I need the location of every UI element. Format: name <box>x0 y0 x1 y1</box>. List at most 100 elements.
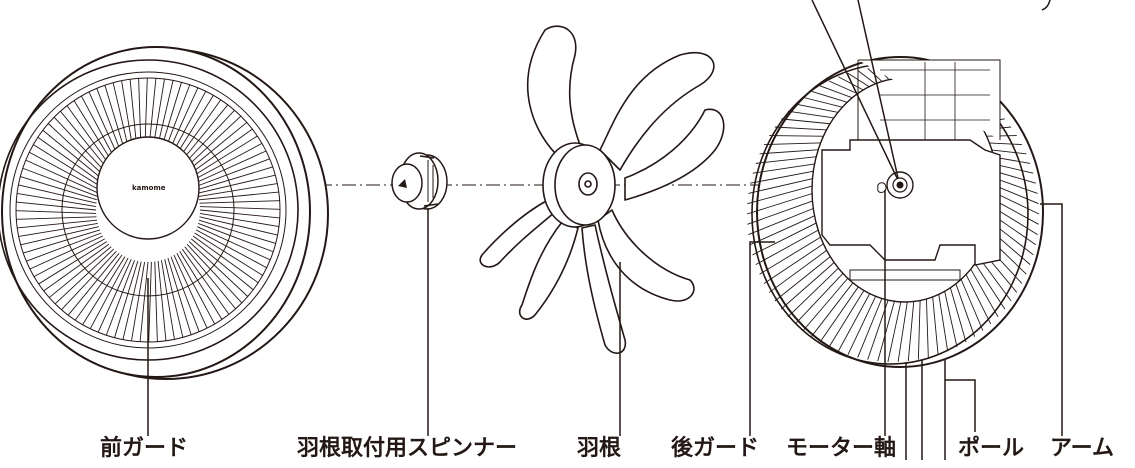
label-blade-spinner: 羽根取付用スピンナー <box>297 436 518 461</box>
front-guard-spoke <box>199 209 280 219</box>
rear-guard-slat <box>759 148 825 155</box>
rear-guard-slat <box>787 264 843 318</box>
label-pole: ポール <box>958 436 1025 461</box>
front-guard-spoke <box>139 261 149 342</box>
fan-blade <box>479 25 725 354</box>
rear-guard-slat <box>752 220 821 256</box>
front-guard-spoke <box>192 235 259 284</box>
front-guard-spoke <box>97 259 132 333</box>
rear-guard-slat <box>748 206 819 236</box>
rear-guard-slat <box>764 142 828 145</box>
front-guard: kamome <box>0 46 329 380</box>
front-guard-spoke <box>161 260 175 340</box>
rear-guard-slat <box>925 293 929 358</box>
front-guard-spoke <box>199 212 280 227</box>
front-guard-spoke <box>105 260 135 336</box>
rear-guard-slat <box>937 289 949 352</box>
rear-guard-slat <box>769 135 831 137</box>
front-guard-spokes <box>15 77 281 343</box>
rear-guard-slat <box>750 213 820 246</box>
front-guard-spoke <box>74 254 123 321</box>
front-guard-spoke <box>192 150 267 185</box>
rear-guard-slat <box>802 274 852 331</box>
rear-guard-slat <box>787 110 842 120</box>
front-guard-spoke <box>37 136 104 185</box>
front-guard-spoke <box>198 191 279 201</box>
rear-guard-slat <box>877 296 897 362</box>
front-guard-spoke <box>54 248 115 305</box>
front-guard-spoke <box>16 201 97 211</box>
front-guard-spoke <box>148 261 152 343</box>
leader-lines <box>147 190 1063 460</box>
front-guard-spoke <box>20 226 99 246</box>
front-guard-spoke <box>33 144 102 188</box>
rear-guard-slat <box>972 259 1006 310</box>
front-guard-spoke <box>131 261 146 342</box>
rear-guard-slat <box>746 191 818 215</box>
rear-guard-slat <box>887 296 903 362</box>
rear-guard-slat <box>759 234 825 275</box>
rear-guard-slat <box>897 296 909 362</box>
front-guard-spoke <box>20 176 98 201</box>
front-guard-spoke <box>176 253 216 325</box>
rear-guard-slat <box>828 286 867 348</box>
front-guard-spoke <box>33 238 105 278</box>
blade-spinner <box>391 152 448 210</box>
front-guard-spoke <box>89 257 129 329</box>
front-guard-spoke <box>29 151 101 191</box>
front-guard-spoke <box>157 260 167 341</box>
rear-guard <box>746 56 1044 368</box>
rear-guard-slat <box>948 282 967 343</box>
label-arm: アーム <box>1050 436 1115 461</box>
front-guard-spoke <box>179 251 223 320</box>
front-guard-spoke <box>199 216 278 236</box>
front-guard-spoke <box>17 219 98 229</box>
front-guard-spoke <box>25 159 99 194</box>
front-guard-spoke <box>195 229 267 269</box>
front-guard-spoke <box>60 110 112 174</box>
rear-guard-slat <box>755 227 823 266</box>
front-guard-spoke <box>82 256 126 325</box>
front-guard-spoke <box>190 238 254 291</box>
front-guard-spoke <box>184 122 248 174</box>
rear-guard-slat <box>958 274 984 331</box>
front-guard-spoke <box>61 250 117 311</box>
rear-guard-slat <box>755 155 823 164</box>
rear-guard-slat <box>774 126 834 131</box>
front-guard-spoke <box>67 252 120 316</box>
rear-guard-slat <box>747 198 818 225</box>
rear-guard-slat <box>847 291 879 355</box>
front-guard-spoke <box>167 257 192 335</box>
front-guard-spoke <box>48 246 112 298</box>
front-guard-spoke <box>18 184 97 204</box>
front-guard-spoke <box>186 243 243 304</box>
front-guard-spoke <box>184 246 236 310</box>
rear-guard-slat <box>953 278 976 337</box>
rear-guard-slat <box>794 269 847 325</box>
callout-lines-top <box>811 0 1051 179</box>
front-guard-spoke <box>170 256 200 332</box>
front-guard-spoke <box>198 219 276 244</box>
rear-guard-slat <box>943 286 958 348</box>
rear-guard-slat <box>917 295 921 360</box>
front-guard-spoke <box>18 223 98 237</box>
front-guard-spoke <box>164 259 184 338</box>
brand-logo: kamome <box>132 184 166 192</box>
label-front-guard: 前ガード <box>100 436 189 461</box>
rear-guard-slat <box>857 293 885 358</box>
front-guard-spoke <box>23 229 101 254</box>
rear-guard-slat <box>907 296 915 362</box>
rear-guard-slat <box>781 118 838 125</box>
front-guard-spoke <box>191 142 263 182</box>
rear-guard-slat <box>752 162 821 174</box>
front-guard-spoke <box>181 248 230 315</box>
front-guard-spoke <box>53 116 110 177</box>
label-fan-blade: 羽根 <box>577 436 622 461</box>
front-guard-spoke <box>47 123 108 179</box>
front-guard-spoke <box>16 193 97 208</box>
rear-guard-slat <box>768 247 831 293</box>
front-guard-spoke <box>26 232 102 262</box>
front-guard-spoke <box>195 166 273 191</box>
front-guard-spoke <box>29 235 104 270</box>
front-guard-spoke <box>173 254 208 329</box>
